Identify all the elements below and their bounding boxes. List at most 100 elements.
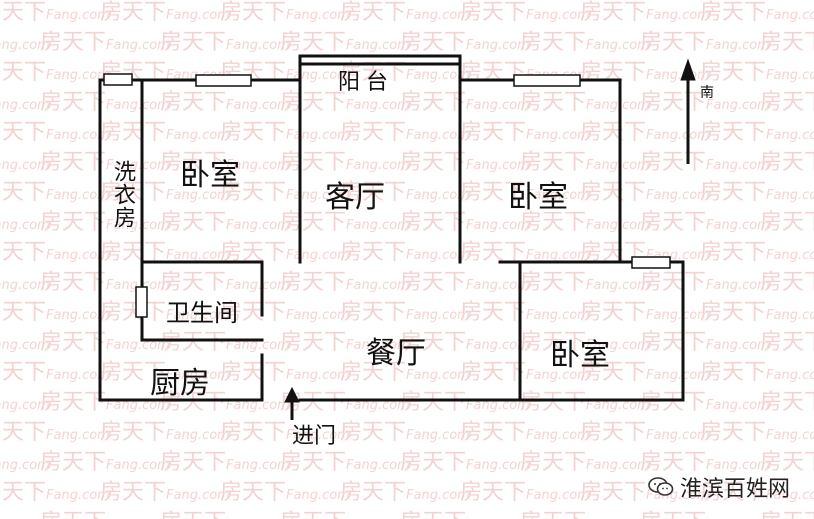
window-bathroom (135, 286, 148, 318)
watermark-row: 房天下Fang.com房天下Fang.com房天下Fang.com房天下Fang… (0, 174, 814, 206)
watermark-logo: 房天下Fang.com (220, 0, 350, 25)
room-kitchen-label: 厨房 (150, 366, 210, 401)
watermark-logo: 房天下Fang.com (640, 270, 770, 295)
watermark-logo: 房天下Fang.com (640, 30, 770, 55)
watermark-logo: 房天下Fang.com (640, 210, 770, 235)
watermark-logo: 房天下Fang.com (40, 330, 170, 355)
wechat-icon (648, 476, 674, 498)
watermark-logo: 房天下Fang.com (760, 504, 814, 519)
watermark-row: 房天下Fang.com房天下Fang.com房天下Fang.com房天下Fang… (0, 114, 814, 146)
window-nw-bedroom (195, 74, 252, 87)
watermark-logo: 房天下Fang.com (0, 38, 50, 53)
watermark-logo: 房天下Fang.com (460, 360, 590, 385)
watermark-logo: 房天下Fang.com (760, 30, 814, 55)
watermark-logo: 房天下Fang.com (700, 300, 814, 325)
entrance-label: 进门 (292, 424, 337, 449)
watermark-logo: 房天下Fang.com (640, 150, 770, 175)
watermark-logo: 房天下Fang.com (0, 98, 50, 113)
watermark-logo: 房天下Fang.com (760, 210, 814, 235)
watermark-logo: 房天下Fang.com (580, 360, 710, 385)
watermark-logo: 房天下Fang.com (160, 450, 290, 475)
entrance-arrow (284, 386, 300, 420)
watermark-logo: 房天下Fang.com (760, 150, 814, 175)
watermark-row: 房天下Fang.com房天下Fang.com房天下Fang.com房天下Fang… (0, 414, 814, 446)
watermark-logo: 房天下Fang.com (520, 150, 650, 175)
watermark-logo: 房天下Fang.com (100, 420, 230, 445)
watermark-logo: 房天下Fang.com (0, 158, 50, 173)
watermark-logo: 房天下Fang.com (520, 330, 650, 355)
watermark-logo: 房天下Fang.com (700, 480, 814, 505)
watermark-logo: 房天下Fang.com (760, 270, 814, 295)
watermark-logo: 房天下Fang.com (220, 120, 350, 145)
window-laundry-top (103, 73, 133, 86)
watermark-logo: 房天下Fang.com (40, 150, 170, 175)
footer-text: 淮滨百姓网 (679, 477, 790, 502)
watermark-logo: 房天下Fang.com (280, 270, 410, 295)
watermark-logo: 房天下Fang.com (760, 90, 814, 115)
room-dining-room-label: 餐厅 (366, 336, 426, 371)
watermark-logo: 房天下Fang.com (520, 390, 650, 415)
watermark-logo: 房天下Fang.com (460, 180, 590, 205)
watermark-logo: 房天下Fang.com (220, 300, 350, 325)
watermark-logo: 房天下Fang.com (520, 90, 650, 115)
watermark-logo: 房天下Fang.com (280, 210, 410, 235)
watermark-logo: 房天下Fang.com (100, 120, 230, 145)
watermark-row: 房天下Fang.com房天下Fang.com房天下Fang.com房天下Fang… (0, 264, 814, 296)
watermark-logo: 房天下Fang.com (0, 420, 110, 445)
watermark-logo: 房天下Fang.com (160, 390, 290, 415)
watermark-logo: 房天下Fang.com (460, 120, 590, 145)
watermark-logo: 房天下Fang.com (220, 420, 350, 445)
watermark-logo: 房天下Fang.com (220, 360, 350, 385)
watermark-row: 房天下Fang.com房天下Fang.com房天下Fang.com房天下Fang… (0, 354, 814, 386)
watermark-logo: 房天下Fang.com (640, 390, 770, 415)
watermark-logo: 房天下Fang.com (520, 450, 650, 475)
balcony-outline (298, 54, 462, 82)
watermark-logo: 房天下Fang.com (460, 420, 590, 445)
room-bathroom-label: 卫生间 (166, 299, 238, 327)
watermark-logo: 房天下Fang.com (40, 270, 170, 295)
watermark-row: 房天下Fang.com房天下Fang.com房天下Fang.com房天下Fang… (0, 0, 814, 26)
watermark-logo: 房天下Fang.com (280, 450, 410, 475)
room-bedroom-se-label: 卧室 (550, 338, 610, 373)
watermark-logo: 房天下Fang.com (580, 420, 710, 445)
watermark-logo: 房天下Fang.com (0, 300, 110, 325)
watermark-logo: 房天下Fang.com (340, 360, 470, 385)
room-balcony-label: 阳台 (338, 70, 395, 95)
watermark-logo: 房天下Fang.com (100, 480, 230, 505)
watermark-logo: 房天下Fang.com (0, 480, 110, 505)
watermark-logo: 房天下Fang.com (340, 300, 470, 325)
watermark-logo: 房天下Fang.com (160, 30, 290, 55)
watermark-row: 房天下Fang.com房天下Fang.com房天下Fang.com房天下Fang… (0, 204, 814, 236)
watermark-logo: 房天下Fang.com (400, 450, 530, 475)
watermark-logo: 房天下Fang.com (280, 90, 410, 115)
watermark-logo: 房天下Fang.com (700, 180, 814, 205)
watermark-row: 房天下Fang.com房天下Fang.com房天下Fang.com房天下Fang… (0, 84, 814, 116)
watermark-logo: 房天下Fang.com (640, 330, 770, 355)
watermark-logo: 房天下Fang.com (100, 360, 230, 385)
watermark-logo: 房天下Fang.com (400, 150, 530, 175)
watermark-row: 房天下Fang.com房天下Fang.com房天下Fang.com房天下Fang… (0, 444, 814, 476)
watermark-logo: 房天下Fang.com (400, 30, 530, 55)
room-living-room-label: 客厅 (325, 180, 385, 215)
watermark-logo: 房天下Fang.com (100, 0, 230, 25)
watermark-logo: 房天下Fang.com (400, 90, 530, 115)
watermark-logo: 房天下Fang.com (0, 338, 50, 353)
watermark-logo: 房天下Fang.com (580, 0, 710, 25)
window-ne-bedroom (513, 74, 581, 87)
watermark-logo: 房天下Fang.com (40, 450, 170, 475)
window-se-bedroom (631, 256, 671, 269)
watermark-row: 房天下Fang.com房天下Fang.com房天下Fang.com房天下Fang… (0, 474, 814, 506)
footer-brand: 淮滨百姓网 (648, 471, 790, 503)
watermark-row: 房天下Fang.com房天下Fang.com房天下Fang.com房天下Fang… (0, 384, 814, 416)
watermark-logo: 房天下Fang.com (700, 360, 814, 385)
watermark-logo: 房天下Fang.com (0, 120, 110, 145)
watermark-logo: 房天下Fang.com (460, 480, 590, 505)
watermark-logo: 房天下Fang.com (0, 278, 50, 293)
watermark-logo: 房天下Fang.com (340, 120, 470, 145)
watermark-logo: 房天下Fang.com (280, 150, 410, 175)
room-bedroom-ne-label: 卧室 (508, 180, 568, 215)
watermark-logo: 房天下Fang.com (340, 480, 470, 505)
watermark-logo: 房天下Fang.com (460, 0, 590, 25)
